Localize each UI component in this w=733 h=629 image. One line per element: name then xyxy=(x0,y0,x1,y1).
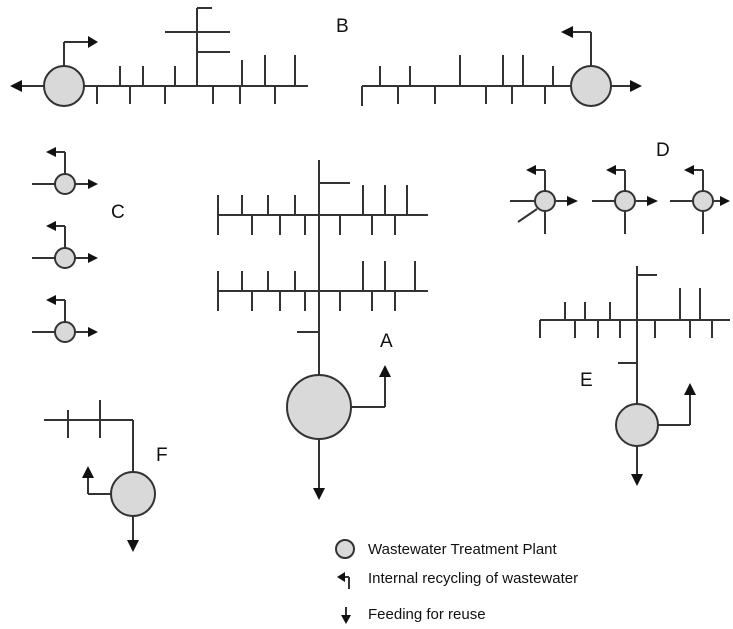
legend-plant-label: Wastewater Treatment Plant xyxy=(368,541,558,558)
legend: Wastewater Treatment Plant Internal recy… xyxy=(335,539,578,624)
legend-recycling-label: Internal recycling of wastewater xyxy=(368,570,578,587)
label-c: C xyxy=(111,202,125,223)
system-c xyxy=(32,147,98,343)
system-d xyxy=(510,165,730,234)
system-e xyxy=(539,266,730,486)
legend-plant-icon xyxy=(335,539,355,559)
legend-reuse-icon xyxy=(341,607,351,624)
label-d: D xyxy=(656,140,670,161)
system-a xyxy=(217,160,428,500)
system-b-right xyxy=(361,26,642,107)
system-f xyxy=(44,400,156,552)
label-b: B xyxy=(336,16,349,37)
label-a: A xyxy=(380,331,393,352)
label-e: E xyxy=(580,370,593,391)
label-f: F xyxy=(156,445,168,466)
system-b-left xyxy=(10,7,308,107)
legend-reuse-label: Feeding for reuse xyxy=(368,606,486,623)
legend-recycling-icon xyxy=(337,572,350,589)
